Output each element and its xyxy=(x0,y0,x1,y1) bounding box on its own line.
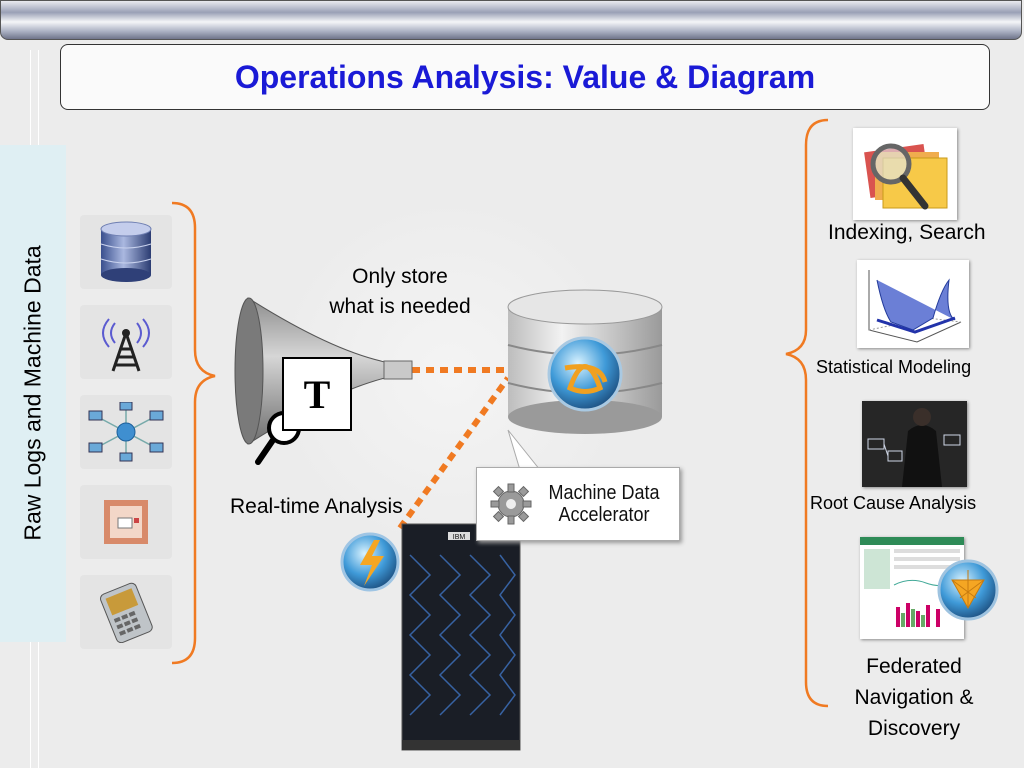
output-label-modeling: Statistical Modeling xyxy=(816,357,972,377)
document-icon xyxy=(104,500,148,544)
transform-letter: T xyxy=(303,371,331,417)
database-icon xyxy=(100,221,152,282)
federated-orb-icon xyxy=(937,559,999,621)
transform-tile: T xyxy=(282,357,352,431)
store-note-line2: what is needed xyxy=(329,295,471,318)
accelerator-database-icon xyxy=(507,289,663,434)
output-label-federated: Federated Navigation & Discovery xyxy=(824,651,1004,744)
store-note-line1: Only store xyxy=(352,265,448,288)
output-label-rootcause: Root Cause Analysis xyxy=(810,493,977,513)
top-banner xyxy=(0,0,1022,40)
lightning-orb-icon xyxy=(340,532,400,592)
accelerator-callout: Machine Data Accelerator xyxy=(476,467,680,541)
left-rail: Raw Logs and Machine Data xyxy=(0,145,66,642)
gear-icon xyxy=(490,483,532,525)
federated-line3: Discovery xyxy=(867,717,961,740)
callout-text: Machine Data Accelerator xyxy=(546,482,663,526)
folder-search-icon xyxy=(864,143,948,210)
source-tile-network xyxy=(80,395,172,469)
smartphone-icon xyxy=(100,582,153,643)
left-bracket xyxy=(171,201,216,665)
callout-line2: Accelerator xyxy=(558,504,650,526)
source-tile-phone xyxy=(80,575,172,649)
server-badge: IBM xyxy=(453,534,466,541)
realtime-label: Real-time Analysis xyxy=(230,495,403,518)
output-thumb-rootcause xyxy=(862,401,967,487)
callout-line1: Machine Data xyxy=(548,482,660,504)
3d-chart-icon xyxy=(868,270,962,343)
right-bracket xyxy=(785,118,829,708)
federated-line1: Federated xyxy=(866,655,962,678)
output-thumb-indexing xyxy=(853,128,957,220)
server-rack-icon: IBM xyxy=(401,523,521,751)
source-tile-tower xyxy=(80,305,172,379)
page-title: Operations Analysis: Value & Diagram xyxy=(234,58,816,95)
source-tile-document xyxy=(80,485,172,559)
server-db-link xyxy=(397,376,511,530)
whiteboard-diagram-icon xyxy=(862,401,967,487)
network-icon xyxy=(88,402,164,462)
store-note: Only store what is needed xyxy=(300,262,500,322)
dashboard-icon xyxy=(860,537,964,627)
output-label-indexing: Indexing, Search xyxy=(828,221,986,244)
radio-tower-icon xyxy=(102,318,150,372)
source-tile-database xyxy=(80,215,172,289)
callout-pointer xyxy=(507,429,542,471)
output-thumb-modeling xyxy=(857,260,969,348)
title-box: Operations Analysis: Value & Diagram xyxy=(60,44,990,110)
federated-line2: Navigation & xyxy=(854,686,974,709)
